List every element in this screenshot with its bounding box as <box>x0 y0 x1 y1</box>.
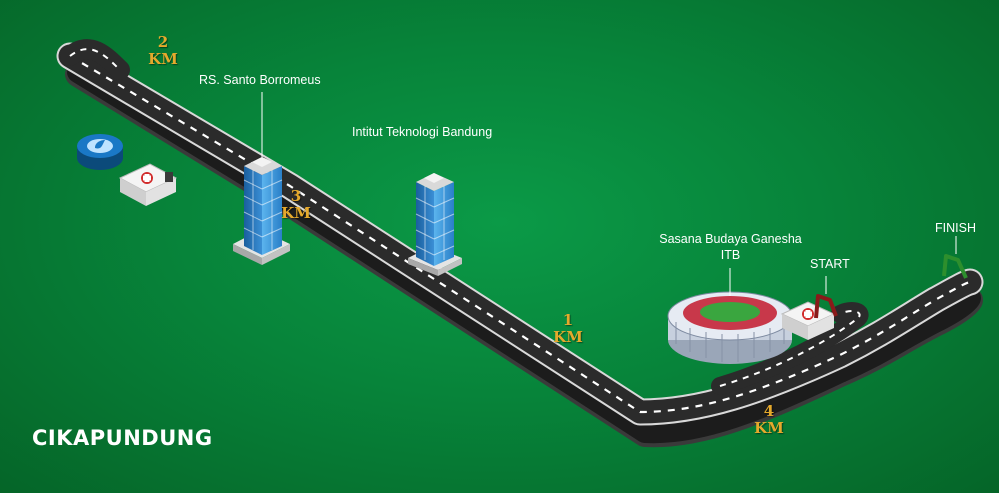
area-label: CIKAPUNDUNG <box>32 426 213 450</box>
stadium-label-line2: ITB <box>720 248 741 262</box>
water-station-icon <box>77 134 123 170</box>
km-marker-number: 1 <box>562 311 574 329</box>
finish-label: FINISH <box>935 221 976 235</box>
landmark-label-hospital: RS. Santo Borromeus <box>199 73 321 87</box>
finish-flag-icon <box>942 236 968 279</box>
km-marker-unit: KM <box>553 328 583 346</box>
km-marker-2: 2 KM <box>143 34 183 68</box>
landmark-label-stadium: Sasana Budaya Ganesha ITB <box>648 231 813 263</box>
km-marker-unit: KM <box>754 419 784 437</box>
running-route <box>56 39 984 448</box>
km-marker-4: 4 KM <box>749 403 789 437</box>
km-marker-number: 4 <box>763 402 775 420</box>
start-flag-icon <box>814 276 838 319</box>
km-marker-number: 3 <box>290 187 302 205</box>
building-icon <box>408 173 462 276</box>
km-marker-number: 2 <box>157 33 169 51</box>
km-marker-unit: KM <box>281 204 311 222</box>
start-label: START <box>810 257 850 271</box>
landmark-label-institute: Intitut Teknologi Bandung <box>352 125 493 139</box>
km-marker-1: 1 KM <box>548 312 588 346</box>
km-marker-unit: KM <box>148 50 178 68</box>
stadium-icon <box>667 268 793 364</box>
stadium-label-line1: Sasana Budaya Ganesha <box>659 232 802 246</box>
first-aid-icon <box>780 301 836 340</box>
first-aid-icon <box>118 163 178 206</box>
building-icon <box>233 92 290 265</box>
km-marker-3: 3 KM <box>276 188 316 222</box>
